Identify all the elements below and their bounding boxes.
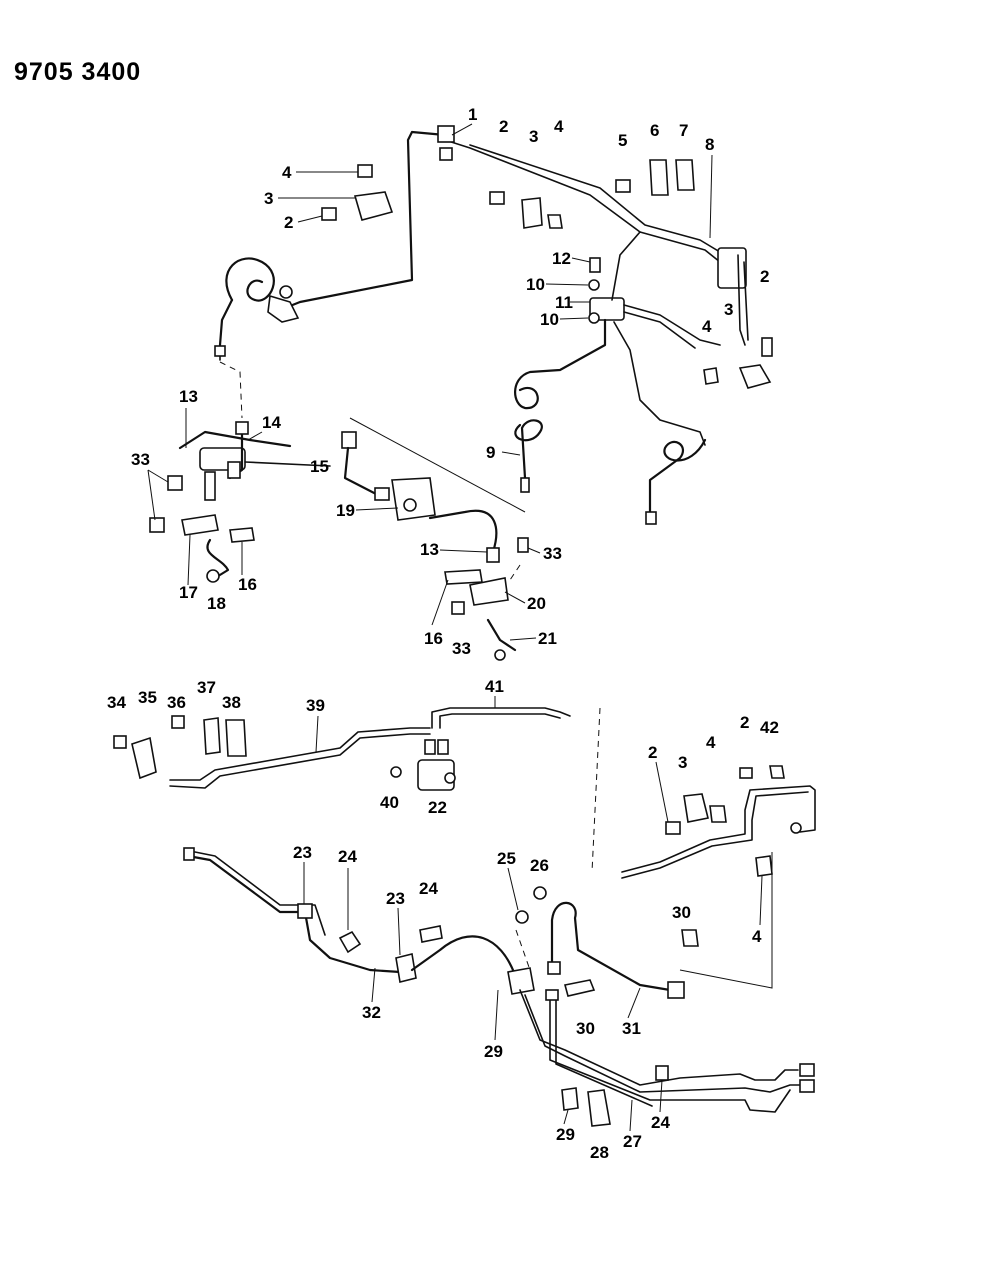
callout: 1 xyxy=(468,105,477,124)
callout: 24 xyxy=(338,847,357,866)
callout: 25 xyxy=(497,849,516,868)
callout: 40 xyxy=(380,793,399,812)
callout: 3 xyxy=(264,189,273,208)
callout: 24 xyxy=(651,1113,670,1132)
callout: 9 xyxy=(486,443,495,462)
callout: 33 xyxy=(452,639,471,658)
callout: 32 xyxy=(362,1003,381,1022)
callout: 18 xyxy=(207,594,226,613)
callout: 5 xyxy=(618,131,627,150)
callout: 34 xyxy=(107,693,126,712)
callout: 16 xyxy=(238,575,257,594)
callout: 2 xyxy=(760,267,769,286)
callout: 4 xyxy=(282,163,292,182)
callout-labels: 1 2 3 4 4 3 2 5 6 7 8 12 10 11 10 2 3 4 … xyxy=(107,105,779,1162)
callout: 20 xyxy=(527,594,546,613)
callout: 22 xyxy=(428,798,447,817)
callout: 41 xyxy=(485,677,504,696)
callout: 27 xyxy=(623,1132,642,1151)
callout: 16 xyxy=(424,629,443,648)
callout: 8 xyxy=(705,135,714,154)
callout: 19 xyxy=(336,501,355,520)
callout: 39 xyxy=(306,696,325,715)
callout: 23 xyxy=(293,843,312,862)
document-code: 9705 3400 xyxy=(14,58,142,86)
callout: 3 xyxy=(724,300,733,319)
callout: 3 xyxy=(529,127,538,146)
callout: 3 xyxy=(678,753,687,772)
callout: 21 xyxy=(538,629,557,648)
front-brake-lines xyxy=(214,125,773,525)
callout: 33 xyxy=(131,450,150,469)
callout: 30 xyxy=(576,1019,595,1038)
middle-hoses xyxy=(149,417,529,661)
callout: 33 xyxy=(543,544,562,563)
callout: 2 xyxy=(499,117,508,136)
callout: 35 xyxy=(138,688,157,707)
callout: 11 xyxy=(555,293,573,312)
callout: 13 xyxy=(420,540,439,559)
callout: 4 xyxy=(554,117,564,136)
callout: 30 xyxy=(672,903,691,922)
callout: 13 xyxy=(179,387,198,406)
callout: 10 xyxy=(526,275,545,294)
callout: 17 xyxy=(179,583,198,602)
callout: 12 xyxy=(552,249,571,268)
callout: 29 xyxy=(556,1125,575,1144)
callout: 23 xyxy=(386,889,405,908)
callout: 14 xyxy=(262,413,281,432)
callout: 2 xyxy=(284,213,293,232)
callout: 29 xyxy=(484,1042,503,1061)
callout: 24 xyxy=(419,879,438,898)
rear-brake-lines xyxy=(113,707,816,1127)
callout: 2 xyxy=(740,713,749,732)
callout: 4 xyxy=(702,317,712,336)
callout: 31 xyxy=(622,1019,641,1038)
callout: 28 xyxy=(590,1143,609,1162)
callout: 7 xyxy=(679,121,688,140)
callout: 4 xyxy=(752,927,762,946)
callout: 42 xyxy=(760,718,779,737)
callout: 38 xyxy=(222,693,241,712)
callout: 2 xyxy=(648,743,657,762)
callout: 26 xyxy=(530,856,549,875)
callout: 36 xyxy=(167,693,186,712)
callout: 37 xyxy=(197,678,216,697)
callout: 10 xyxy=(540,310,559,329)
callout: 15 xyxy=(310,457,329,476)
callout: 6 xyxy=(650,121,659,140)
callout: 4 xyxy=(706,733,716,752)
